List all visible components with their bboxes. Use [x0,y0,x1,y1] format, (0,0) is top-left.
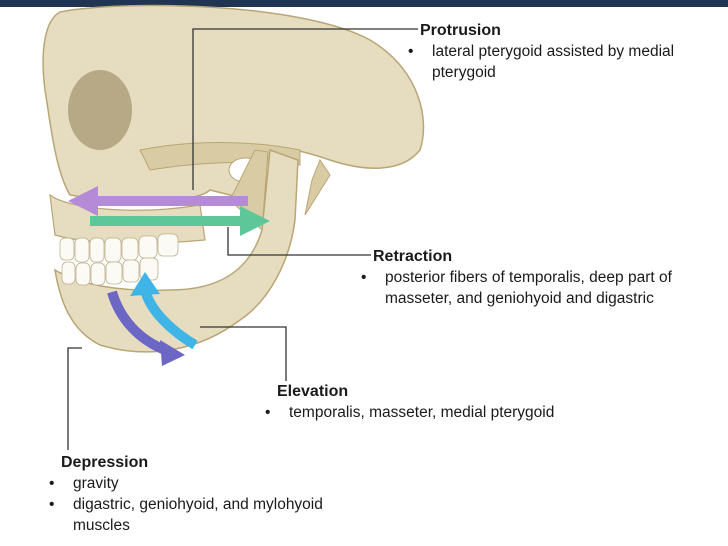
depression-item-text: gravity [73,475,119,492]
bullet: • [408,43,414,60]
retraction-label: Retraction • posterior fibers of temporal… [361,246,713,309]
depression-item: • gravity [49,473,381,494]
lower-teeth [61,257,159,286]
depression-arrow [107,290,185,366]
elevation-item: • temporalis, masseter, medial pterygoid [265,402,577,423]
retraction-leader [227,227,371,256]
retraction-item: • posterior fibers of temporalis, deep pa… [361,267,713,309]
retraction-title: Retraction [373,248,453,265]
depression-item-text: digastric, geniohyoid, and mylohyoid mus… [73,496,323,534]
cranium [42,4,425,203]
bullet: • [49,475,55,492]
protrusion-arrow [68,186,248,216]
protrusion-item-text: lateral pterygoid assisted by medial pte… [432,43,675,81]
retraction-arrow [90,206,270,236]
orbit [68,70,132,150]
elevation-title: Elevation [277,383,349,400]
depression-label: Depression • gravity • digastric, geniohyo… [49,452,381,536]
protrusion-label: Protrusion • lateral pterygoid assisted b… [408,20,720,83]
elevation-leader [200,326,287,381]
protrusion-item: • lateral pterygoid assisted by medial pt… [408,41,720,83]
top-bar [0,0,728,7]
bullet: • [49,496,55,513]
elevation-item-text: temporalis, masseter, medial pterygoid [289,404,555,421]
bullet: • [265,404,271,421]
protrusion-title: Protrusion [420,22,501,39]
retraction-item-text: posterior fibers of temporalis, deep par… [385,269,672,307]
leader-lines [67,28,418,450]
depression-leader [67,347,82,450]
elevation-label: Elevation • temporalis, masseter, medial … [265,381,577,423]
styloid-process [304,158,331,216]
depression-item: • digastric, geniohyoid, and mylohyoid mu… [49,494,381,536]
depression-title: Depression [61,454,149,471]
bullet: • [361,269,367,286]
protrusion-leader [192,28,418,190]
upper-teeth [59,233,179,263]
elevation-arrow [130,272,198,350]
